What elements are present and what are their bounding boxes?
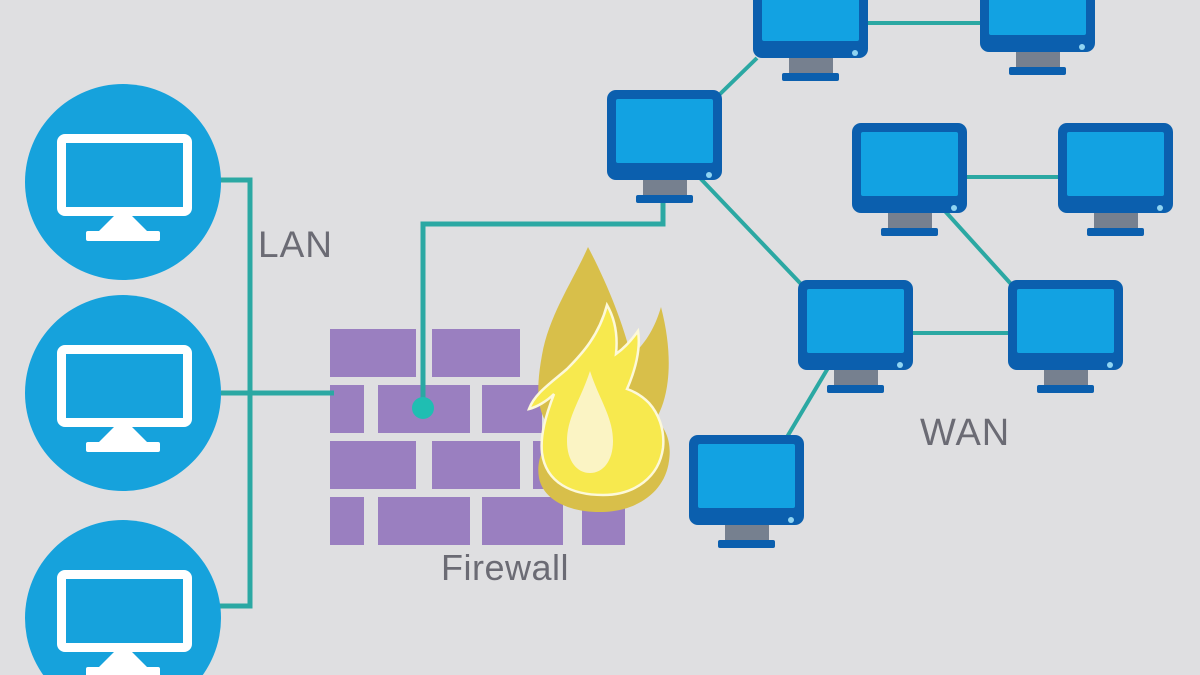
monitor-stand-neck bbox=[725, 525, 769, 542]
monitor-stand-base bbox=[827, 385, 884, 393]
computer-icon-base bbox=[86, 442, 160, 452]
computer-icon bbox=[57, 570, 192, 652]
monitor-screen bbox=[807, 289, 904, 353]
lan-computer-2 bbox=[25, 295, 221, 491]
monitor-stand-base bbox=[782, 73, 839, 81]
monitor-stand-neck bbox=[834, 370, 878, 387]
monitor-screen bbox=[861, 132, 958, 196]
computer-icon-stand bbox=[98, 427, 148, 443]
wan-mid-right-computer bbox=[1008, 280, 1123, 393]
monitor-stand-neck bbox=[1016, 52, 1060, 69]
monitor-screen bbox=[989, 0, 1086, 35]
computer-icon bbox=[57, 345, 192, 427]
firewall-label: Firewall bbox=[441, 547, 570, 588]
firewall-brick bbox=[330, 385, 364, 433]
monitor-screen bbox=[698, 444, 795, 508]
monitor-stand-base bbox=[1087, 228, 1144, 236]
firewall-brick bbox=[533, 441, 623, 489]
lan-bus-line bbox=[219, 177, 253, 609]
wan-top-right-computer bbox=[980, 0, 1095, 75]
firewall-brick bbox=[330, 441, 416, 489]
wan-row2-right-computer bbox=[1058, 123, 1173, 236]
monitor-stand-neck bbox=[1044, 370, 1088, 387]
power-led bbox=[788, 517, 794, 523]
monitor-stand-base bbox=[1009, 67, 1066, 75]
lan-computer-3 bbox=[25, 520, 221, 675]
computer-icon-stand bbox=[98, 216, 148, 232]
computer-icon bbox=[57, 134, 192, 216]
firewall-brick bbox=[482, 385, 542, 433]
lan-computer-1 bbox=[25, 84, 221, 280]
firewall-brick bbox=[330, 329, 416, 377]
wan-row2-left-computer bbox=[852, 123, 967, 236]
monitor-stand-neck bbox=[789, 58, 833, 75]
firewall-brick bbox=[378, 497, 470, 545]
power-led bbox=[897, 362, 903, 368]
wan-bottom-computer bbox=[689, 435, 804, 548]
monitor-stand-base bbox=[636, 195, 693, 203]
firewall-brick bbox=[582, 497, 625, 545]
monitor-stand-base bbox=[718, 540, 775, 548]
power-led bbox=[951, 205, 957, 211]
monitor-stand-neck bbox=[888, 213, 932, 230]
firewall-brick bbox=[330, 497, 364, 545]
firewall-brick bbox=[482, 497, 563, 545]
power-led bbox=[852, 50, 858, 56]
monitor-stand-neck bbox=[643, 180, 687, 197]
monitor-stand-base bbox=[1037, 385, 1094, 393]
monitor-screen bbox=[1067, 132, 1164, 196]
monitor-stand-base bbox=[881, 228, 938, 236]
power-led bbox=[1107, 362, 1113, 368]
monitor-screen bbox=[1017, 289, 1114, 353]
monitor-screen bbox=[616, 99, 713, 163]
firewall-brick bbox=[432, 329, 520, 377]
monitor-stand-neck bbox=[1094, 213, 1138, 230]
wan-link bbox=[717, 56, 759, 97]
power-led bbox=[1079, 44, 1085, 50]
monitor-screen bbox=[762, 0, 859, 41]
power-led bbox=[706, 172, 712, 178]
wan-mid-left-computer bbox=[798, 280, 913, 393]
firewall-brick bbox=[378, 385, 470, 433]
computer-icon-stand bbox=[98, 652, 148, 668]
wan-label: WAN bbox=[920, 412, 1011, 454]
firewall-brick bbox=[432, 441, 520, 489]
lan-label: LAN bbox=[258, 224, 333, 265]
wan-gateway-computer bbox=[607, 90, 722, 203]
computer-icon-base bbox=[86, 667, 160, 675]
computer-icon-base bbox=[86, 231, 160, 241]
wan-top-left-computer bbox=[753, 0, 868, 81]
power-led bbox=[1157, 205, 1163, 211]
